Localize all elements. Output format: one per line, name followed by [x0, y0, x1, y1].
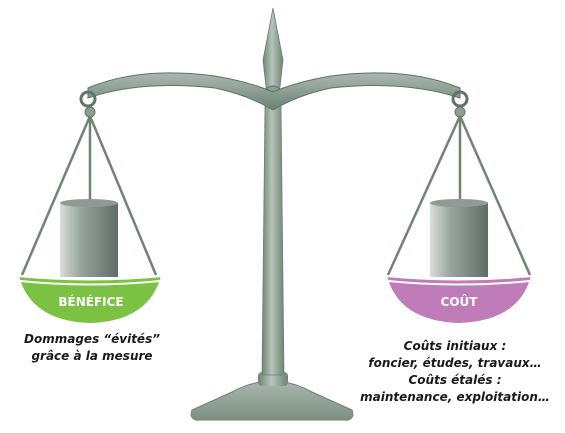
right-pan-chains: [386, 115, 532, 276]
benefit-weight: [60, 199, 118, 277]
cost-weight: [430, 199, 488, 277]
benefit-label: BÉNÉFICE: [58, 294, 123, 309]
cost-caption-line: Coûts étalés :: [408, 373, 502, 387]
benefit-pan: BÉNÉFICE: [16, 274, 164, 326]
scale-beam: [79, 72, 469, 118]
cost-caption-line: foncier, études, travaux…: [368, 356, 542, 370]
scale-pillar: [261, 7, 285, 376]
cost-caption: Coûts initiaux : foncier, études, travau…: [345, 338, 565, 406]
benefit-caption: Dommages “évités” grâce à la mesure: [2, 331, 182, 365]
cost-caption-line: maintenance, exploitation…: [360, 390, 550, 404]
cost-caption-line: Coûts initiaux :: [403, 339, 507, 353]
scale-base: [190, 372, 354, 421]
cost-pan: COÛT: [384, 274, 534, 326]
benefit-caption-line: Dommages “évités”: [24, 332, 160, 346]
left-pan-chains: [20, 115, 158, 276]
cost-label: COÛT: [441, 294, 479, 309]
benefit-caption-line: grâce à la mesure: [31, 349, 153, 363]
